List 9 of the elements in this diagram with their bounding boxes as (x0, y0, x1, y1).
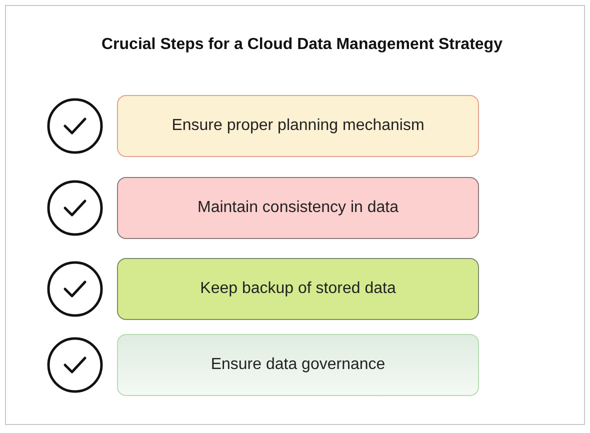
step-text: Maintain consistency in data (198, 199, 398, 217)
step-text: Keep backup of stored data (200, 280, 396, 298)
step-box (117, 334, 479, 396)
step-box (117, 95, 479, 157)
step-box (117, 258, 479, 320)
step-text: Ensure proper planning mechanism (172, 117, 424, 135)
title: Crucial Steps for a Cloud Data Management Strategy (100, 35, 504, 55)
step-box (117, 177, 479, 239)
step-text: Ensure data governance (210, 356, 386, 374)
